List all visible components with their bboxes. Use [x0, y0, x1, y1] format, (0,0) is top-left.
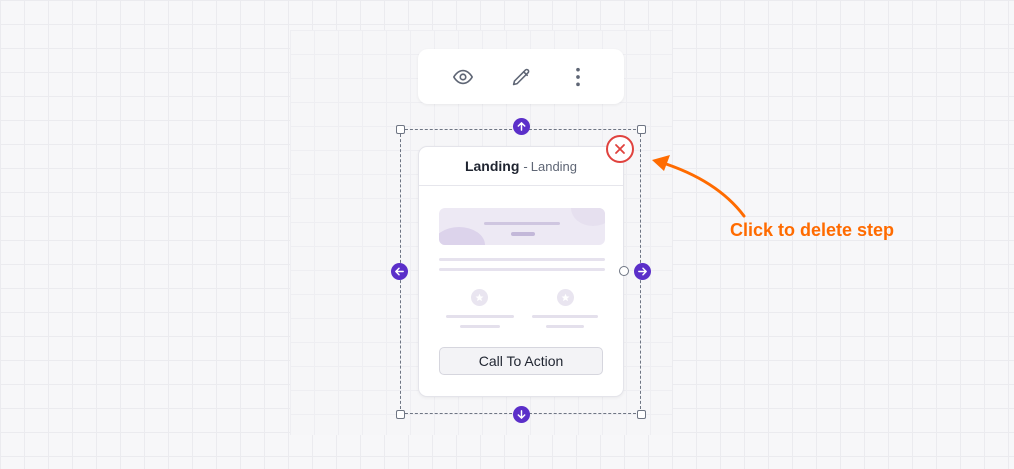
feature-star-icon — [557, 289, 574, 306]
resize-handle-bottom-left[interactable] — [396, 410, 405, 419]
hero-title-placeholder — [484, 222, 560, 225]
annotation-label: Click to delete step — [730, 220, 895, 240]
connect-handle-right[interactable] — [634, 263, 651, 280]
feature-placeholder-line — [460, 325, 500, 328]
connect-handle-top[interactable] — [513, 118, 530, 135]
resize-handle-bottom-right[interactable] — [637, 410, 646, 419]
step-type: Landing — [530, 158, 578, 174]
edit-button[interactable] — [506, 62, 536, 92]
arrow-left-icon — [395, 267, 404, 276]
connector-point[interactable] — [619, 266, 629, 276]
more-options-button[interactable] — [563, 62, 593, 92]
pencil-icon — [512, 68, 529, 85]
arrow-right-icon — [638, 267, 647, 276]
preview-button[interactable] — [448, 62, 478, 92]
hero-decoration — [571, 208, 605, 226]
call-to-action-button[interactable]: Call To Action — [439, 347, 603, 375]
card-header: Landing - Landing — [419, 147, 623, 186]
feature-star-icon — [471, 289, 488, 306]
text-placeholder-line — [439, 258, 605, 261]
feature-placeholder-line — [546, 325, 584, 328]
connect-handle-left[interactable] — [391, 263, 408, 280]
feature-placeholder-line — [532, 315, 598, 318]
eye-icon — [453, 69, 473, 85]
delete-step-button[interactable] — [606, 135, 634, 163]
hero-decoration — [439, 227, 485, 245]
arrow-down-icon — [517, 410, 526, 419]
feature-placeholder-line — [446, 315, 514, 318]
page-preview-hero — [439, 208, 605, 245]
step-name: Landing — [464, 158, 520, 174]
more-vertical-icon — [576, 67, 580, 87]
step-separator: - — [523, 158, 528, 174]
hero-button-placeholder — [511, 232, 535, 236]
annotation-arrow-icon — [652, 155, 746, 218]
landing-step-card[interactable]: Landing - Landing Call To Action — [418, 146, 624, 397]
arrow-up-icon — [517, 122, 526, 131]
resize-handle-top-left[interactable] — [396, 125, 405, 134]
close-icon — [615, 144, 625, 154]
resize-handle-top-right[interactable] — [637, 125, 646, 134]
text-placeholder-line — [439, 268, 605, 271]
connect-handle-bottom[interactable] — [513, 406, 530, 423]
step-toolbar — [418, 49, 624, 104]
